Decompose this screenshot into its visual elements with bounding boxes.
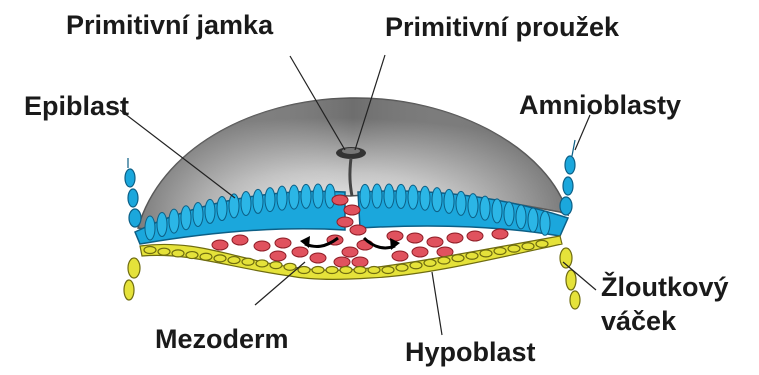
label-yolk-sac: Žloutkový váček [601, 270, 729, 338]
epiblast-cell [289, 185, 299, 209]
epiblast-cell [492, 199, 502, 223]
hypoblast-cell [494, 248, 506, 255]
mesoderm-cell [332, 195, 348, 205]
mesoderm-cell [270, 251, 286, 261]
hypoblast-cell [480, 250, 492, 257]
mesoderm-cell [212, 240, 228, 250]
epiblast-cell [181, 206, 191, 230]
hypoblast-cell [158, 248, 170, 255]
epiblast-cell [528, 208, 538, 232]
hypoblast-cell [172, 250, 184, 257]
label-yolk-sac-line1: Žloutkový [601, 270, 729, 304]
epiblast-cell [444, 189, 454, 213]
label-mesoderm: Mezoderm [155, 323, 289, 355]
mesoderm-cell [350, 225, 366, 235]
label-amnioblasts: Amnioblasty [519, 89, 681, 121]
epiblast-cell [540, 211, 550, 235]
epiblast-cell [396, 184, 406, 208]
epiblast-cell [241, 191, 251, 215]
hypoblast-cell [382, 267, 394, 274]
mesoderm-cell [447, 233, 463, 243]
hypoblast-cell [214, 255, 226, 262]
mesoderm-cell [344, 205, 360, 215]
hypoblast-cell [186, 252, 198, 259]
hypoblast-cell [466, 252, 478, 259]
hypoblast-cell [242, 258, 254, 265]
epiblast-cell [313, 184, 323, 208]
epiblast-cell [468, 194, 478, 218]
epiblast-cell [372, 184, 382, 208]
hypoblast-cell [354, 267, 366, 274]
mesoderm-cell [427, 237, 443, 247]
hypoblast-cell [508, 245, 520, 252]
hypoblast-cell [438, 257, 450, 264]
hypoblast-cell [368, 267, 380, 274]
hypoblast-cell [256, 260, 268, 267]
epiblast-cell [205, 199, 215, 223]
epiblast-cell [480, 196, 490, 220]
epiblast-cell [360, 184, 370, 208]
mesoderm-cell [254, 241, 270, 251]
hypoblast-cell [326, 267, 338, 274]
hypoblast-cell [298, 267, 310, 274]
epiblast-cell [408, 185, 418, 209]
epiblast-cell [516, 205, 526, 229]
mesoderm-cell [392, 251, 408, 261]
epiblast-cell [456, 191, 466, 215]
mesoderm-cell [352, 257, 368, 267]
epiblast-cell [217, 197, 227, 221]
epiblast-cell [384, 184, 394, 208]
hypoblast-cell [200, 253, 212, 260]
epiblast-cell [253, 189, 263, 213]
mesoderm-cell [310, 253, 326, 263]
hypoblast-cell [536, 240, 548, 247]
epiblast-cell [420, 186, 430, 210]
hypoblast-cell [312, 267, 324, 274]
epiblast-cell [277, 186, 287, 210]
label-primitive-pit: Primitivní jamka [66, 9, 273, 41]
hypoblast-cell [522, 243, 534, 250]
epiblast-cell [169, 209, 179, 233]
mesoderm-cell [387, 231, 403, 241]
migration-arrows [305, 238, 395, 248]
hypoblast-cell [144, 247, 156, 254]
mesoderm-cell [292, 247, 308, 257]
mesoderm-cell [467, 231, 483, 241]
hypoblast-cell [228, 257, 240, 264]
mesoderm-cell [342, 247, 358, 257]
label-primitive-streak: Primitivní proužek [385, 11, 619, 43]
hypoblast-cell [340, 267, 352, 274]
epiblast-cell [432, 188, 442, 212]
hypoblast-cell [396, 264, 408, 271]
epiblast-cell [265, 188, 275, 212]
mesoderm-cell [337, 217, 353, 227]
epiblast-cell [504, 202, 514, 226]
hypoblast-cell [284, 263, 296, 270]
epiblast-cell [325, 184, 335, 208]
hypoblast-cell [410, 262, 422, 269]
epiblast-cell [301, 184, 311, 208]
epiblast-cell [157, 213, 167, 237]
hypoblast-layer [140, 236, 562, 279]
mesoderm-cell [232, 235, 248, 245]
label-yolk-sac-line2: váček [601, 304, 729, 338]
epiblast-cell [193, 202, 203, 226]
mesoderm-cell [412, 247, 428, 257]
hypoblast-cell [452, 255, 464, 262]
mesoderm-cell [275, 238, 291, 248]
mesoderm-cell [492, 229, 508, 239]
hypoblast-cell [270, 262, 282, 269]
epiblast-cell [145, 216, 155, 240]
mesoderm-cell [334, 257, 350, 267]
label-hypoblast: Hypoblast [405, 336, 536, 368]
hypoblast-cell [424, 259, 436, 266]
mesoderm-cell [407, 233, 423, 243]
label-epiblast: Epiblast [24, 90, 129, 122]
